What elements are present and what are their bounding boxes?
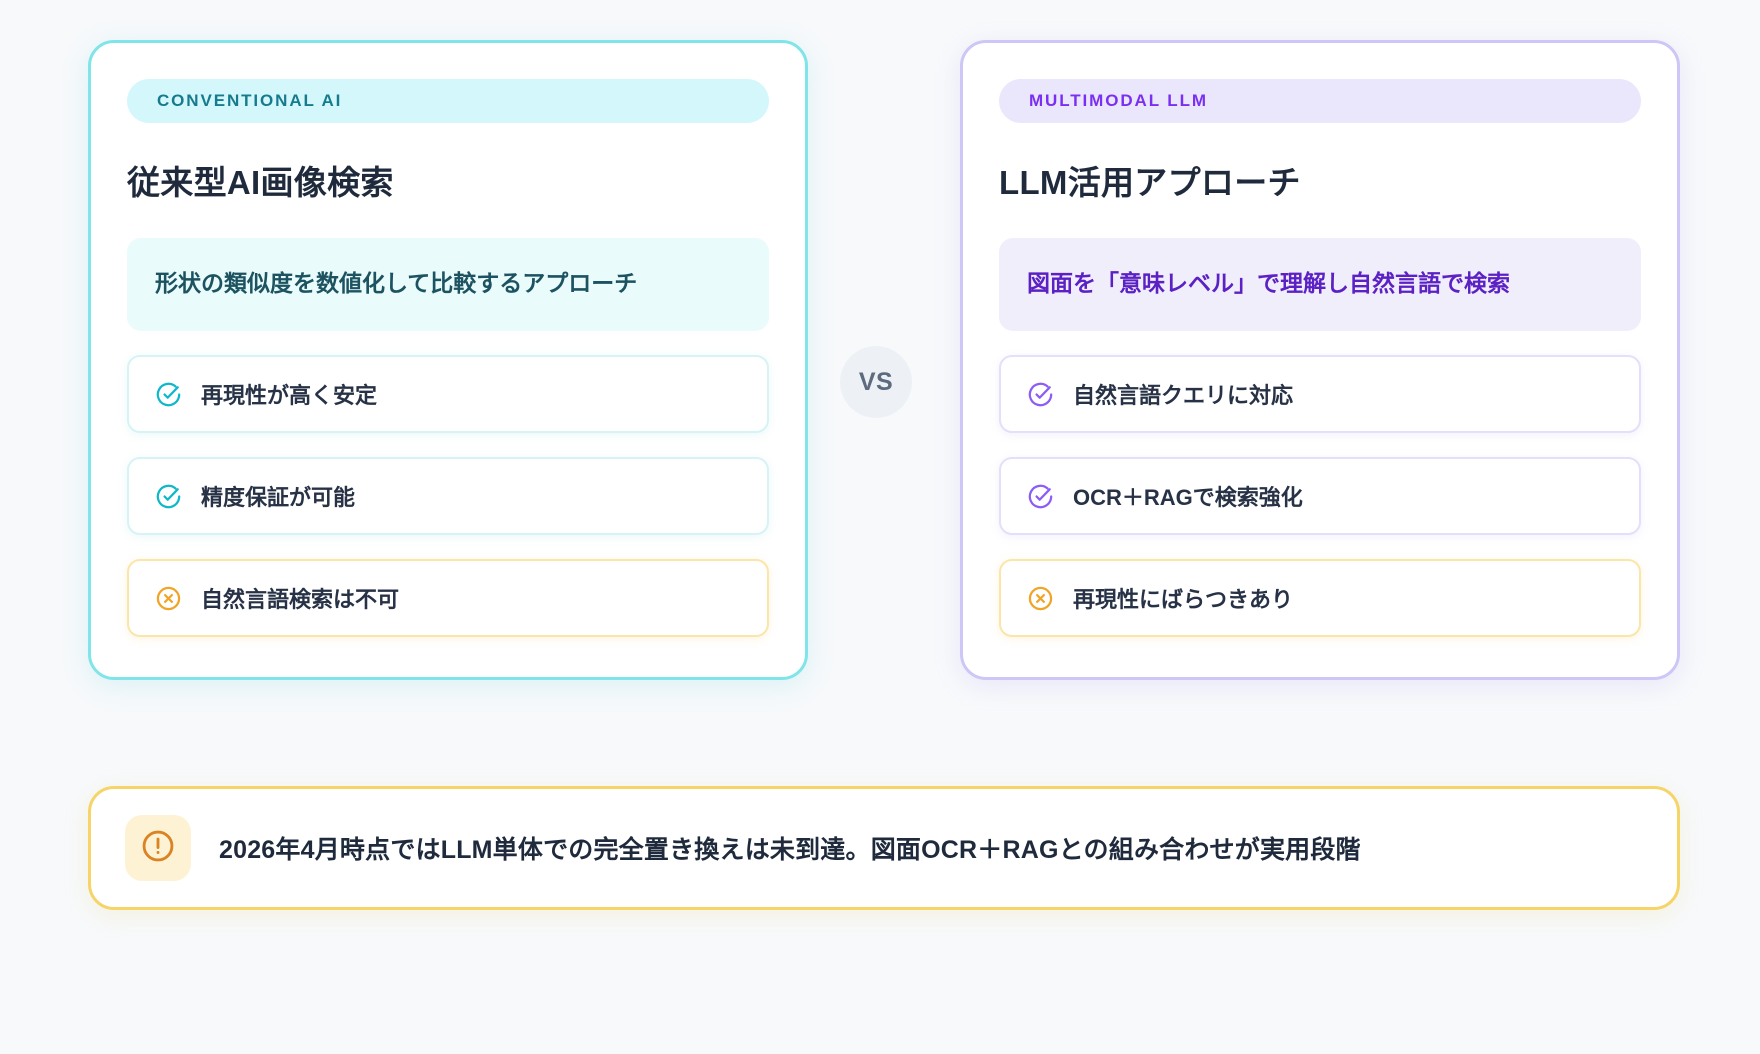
vs-badge: VS bbox=[840, 346, 912, 418]
circle-check-icon bbox=[155, 483, 182, 510]
feature-item: 自然言語クエリに対応 bbox=[999, 355, 1641, 434]
status-banner: 2026年4月時点ではLLM単体での完全置き換えは未到達。図面OCR＋RAGとの… bbox=[88, 786, 1680, 910]
card-badge-multimodal: MULTIMODAL LLM bbox=[999, 79, 1641, 123]
circle-x-icon bbox=[1027, 585, 1054, 612]
feature-item: 自然言語検索は不可 bbox=[127, 559, 769, 638]
feature-label: 再現性にばらつきあり bbox=[1073, 587, 1294, 613]
feature-item: OCR＋RAGで検索強化 bbox=[999, 457, 1641, 536]
exclamation-circle-icon bbox=[140, 828, 176, 869]
circle-x-icon bbox=[155, 585, 182, 612]
feature-label: OCR＋RAGで検索強化 bbox=[1073, 485, 1303, 511]
card-badge-conventional: CONVENTIONAL AI bbox=[127, 79, 769, 123]
feature-item: 再現性にばらつきあり bbox=[999, 559, 1641, 638]
feature-label: 再現性が高く安定 bbox=[201, 383, 378, 409]
card-title-multimodal: LLM活用アプローチ bbox=[999, 164, 1301, 201]
card-summary-conventional: 形状の類似度を数値化して比較するアプローチ bbox=[127, 238, 769, 332]
banner-message: 2026年4月時点ではLLM単体での完全置き換えは未到達。図面OCR＋RAGとの… bbox=[219, 836, 1361, 864]
feature-item: 精度保証が可能 bbox=[127, 457, 769, 536]
feature-label: 自然言語クエリに対応 bbox=[1073, 383, 1294, 409]
feature-item: 再現性が高く安定 bbox=[127, 355, 769, 434]
feature-label: 自然言語検索は不可 bbox=[201, 587, 400, 613]
circle-check-icon bbox=[1027, 381, 1054, 408]
card-summary-multimodal: 図面を「意味レベル」で理解し自然言語で検索 bbox=[999, 238, 1641, 332]
banner-icon-container bbox=[125, 815, 191, 881]
feature-label: 精度保証が可能 bbox=[201, 485, 356, 511]
circle-check-icon bbox=[1027, 483, 1054, 510]
card-title-conventional: 従来型AI画像検索 bbox=[127, 164, 394, 201]
multimodal-llm-card: MULTIMODAL LLM LLM活用アプローチ 図面を「意味レベル」で理解し… bbox=[960, 40, 1680, 681]
conventional-ai-card: CONVENTIONAL AI 従来型AI画像検索 形状の類似度を数値化して比較… bbox=[88, 40, 808, 681]
circle-check-icon bbox=[155, 381, 182, 408]
